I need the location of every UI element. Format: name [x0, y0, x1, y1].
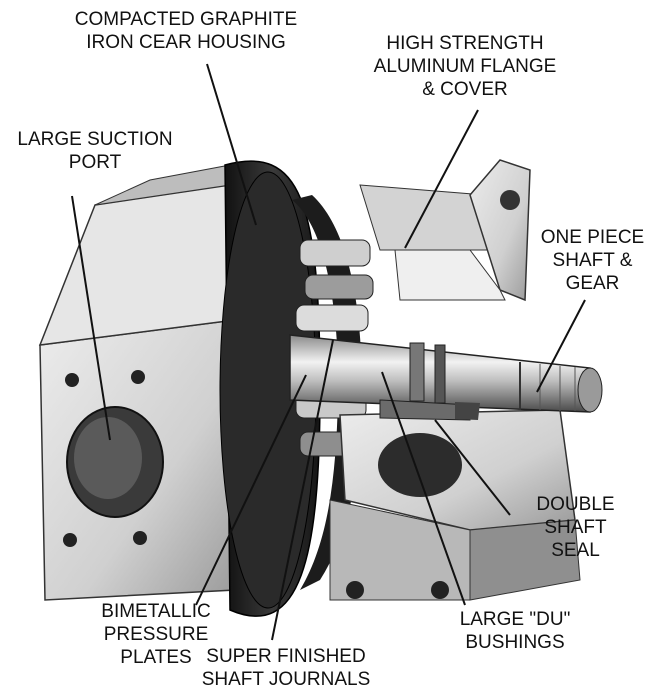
- label-aluminum-flange-line-1: HIGH STRENGTH: [386, 33, 544, 54]
- label-du-bushings-line-1: LARGE "DU": [459, 609, 571, 630]
- label-shaft-gear: ONE PIECE SHAFT & GEAR: [525, 226, 660, 295]
- leader-seal: [434, 419, 511, 516]
- leader-journals: [271, 339, 334, 641]
- label-shaft-seal-line-3: SEAL: [551, 540, 600, 561]
- label-aluminum-flange-line-2: ALUMINUM FLANGE: [373, 56, 557, 77]
- label-aluminum-flange-line-3: & COVER: [422, 79, 508, 100]
- label-pressure-plates: BIMETALLIC PRESSURE PLATES: [82, 600, 230, 669]
- label-suction-port-line-1: LARGE SUCTION: [17, 129, 173, 150]
- label-pressure-plates-line-1: BIMETALLIC: [101, 601, 211, 622]
- leader-housing: [206, 63, 257, 226]
- leader-plates: [195, 374, 307, 606]
- label-shaft-journals-line-2: SHAFT JOURNALS: [201, 669, 371, 690]
- label-shaft-seal-line-2: SHAFT: [544, 517, 607, 538]
- label-suction-port: LARGE SUCTION PORT: [6, 128, 184, 174]
- leader-suction: [71, 195, 111, 441]
- leader-bushings: [381, 371, 466, 606]
- label-gear-housing-line-2: IRON CEAR HOUSING: [86, 32, 286, 53]
- leader-lines: [71, 63, 586, 641]
- label-du-bushings: LARGE "DU" BUSHINGS: [425, 608, 605, 654]
- label-shaft-seal-line-1: DOUBLE: [536, 494, 615, 515]
- label-aluminum-flange: HIGH STRENGTH ALUMINUM FLANGE & COVER: [340, 32, 590, 101]
- label-shaft-gear-line-3: GEAR: [565, 273, 620, 294]
- label-shaft-seal: DOUBLE SHAFT SEAL: [503, 493, 648, 562]
- label-shaft-journals: SUPER FINISHED SHAFT JOURNALS: [186, 645, 386, 691]
- label-pressure-plates-line-3: PLATES: [120, 647, 192, 668]
- label-shaft-journals-line-1: SUPER FINISHED: [206, 646, 366, 667]
- label-suction-port-line-2: PORT: [68, 152, 122, 173]
- leader-shaft-gear: [536, 299, 586, 393]
- bushings: [379, 399, 480, 421]
- label-gear-housing: COMPACTED GRAPHITE IRON CEAR HOUSING: [40, 8, 332, 54]
- leader-flange: [404, 109, 479, 249]
- label-shaft-gear-line-2: SHAFT &: [552, 250, 633, 271]
- label-gear-housing-line-1: COMPACTED GRAPHITE: [74, 9, 298, 30]
- aluminum-flange: [329, 159, 581, 601]
- shaft-and-gear: [289, 334, 603, 413]
- label-du-bushings-line-2: BUSHINGS: [465, 632, 565, 653]
- label-shaft-gear-line-1: ONE PIECE: [540, 227, 645, 248]
- suction-port: [63, 370, 164, 547]
- label-pressure-plates-line-2: PRESSURE: [103, 624, 209, 645]
